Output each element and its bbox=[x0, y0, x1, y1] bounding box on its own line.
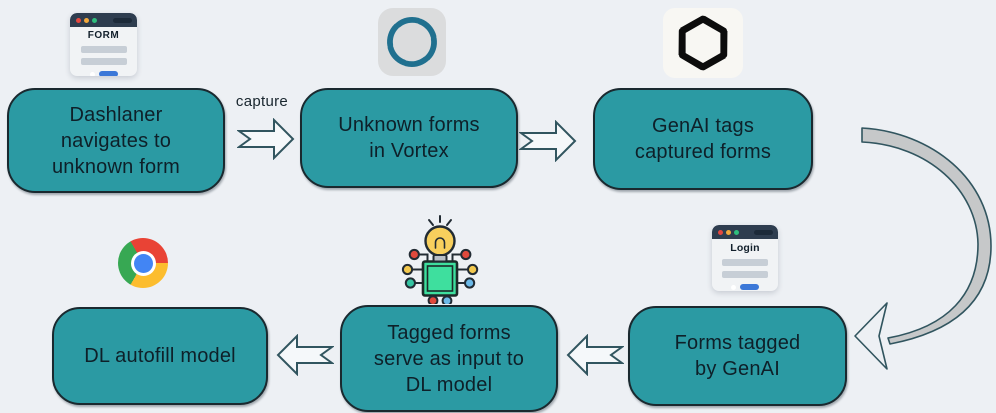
step-box-unknown-forms-vortex: Unknown forms in Vortex bbox=[300, 88, 518, 188]
submit-button-pill bbox=[740, 284, 759, 290]
step-box-forms-tagged: Forms tagged by GenAI bbox=[628, 306, 847, 406]
step-box-tagged-forms-input: Tagged forms serve as input to DL model bbox=[340, 305, 558, 412]
form-field-bar bbox=[80, 46, 127, 53]
window-title: FORM bbox=[87, 30, 120, 41]
red-dot-icon bbox=[718, 229, 723, 235]
chrome-icon bbox=[118, 238, 168, 288]
header-pill bbox=[113, 17, 132, 23]
window-footer bbox=[712, 284, 778, 290]
window-title: Login bbox=[730, 242, 760, 254]
yellow-dot-icon bbox=[726, 229, 731, 235]
login-window-icon: Login bbox=[712, 225, 778, 291]
arrow-right-icon bbox=[237, 118, 295, 160]
header-pill bbox=[754, 229, 773, 235]
submit-button-pill bbox=[98, 71, 118, 76]
window-footer bbox=[70, 71, 137, 76]
capture-label: capture bbox=[235, 93, 289, 110]
ai-chip-icon bbox=[401, 215, 479, 304]
window-header bbox=[70, 13, 137, 27]
step-box-dl-autofill-model: DL autofill model bbox=[52, 307, 268, 405]
arrow-left-icon bbox=[566, 334, 624, 376]
step-label: Forms tagged by GenAI bbox=[674, 332, 801, 380]
step-label: DL autofill model bbox=[84, 345, 236, 367]
green-dot-icon bbox=[734, 229, 739, 235]
step-label: Tagged forms serve as input to DL model bbox=[373, 321, 525, 396]
footer-dot bbox=[731, 284, 736, 290]
form-field-bar bbox=[80, 58, 127, 65]
form-field-bar bbox=[722, 271, 768, 278]
red-dot-icon bbox=[76, 17, 81, 23]
step-box-genai-tags: GenAI tags captured forms bbox=[593, 88, 813, 190]
chrome-blue-center bbox=[133, 253, 153, 273]
step-label: Dashlaner navigates to unknown form bbox=[51, 103, 180, 178]
step-label: GenAI tags captured forms bbox=[634, 115, 772, 163]
step-label: Unknown forms in Vortex bbox=[338, 114, 480, 162]
arrow-left-icon bbox=[276, 334, 334, 376]
curved-loop-arrow-icon bbox=[854, 127, 992, 370]
window-header bbox=[712, 225, 778, 239]
green-dot-icon bbox=[92, 17, 97, 23]
openai-icon bbox=[663, 8, 743, 78]
footer-dot bbox=[89, 71, 95, 76]
form-field-bar bbox=[722, 259, 768, 266]
form-window-icon: FORM bbox=[70, 13, 137, 76]
arrow-right-icon bbox=[519, 120, 577, 162]
yellow-dot-icon bbox=[84, 17, 89, 23]
step-box-dashlaner-navigates: Dashlaner navigates to unknown form bbox=[7, 88, 225, 193]
vortex-icon bbox=[378, 8, 446, 76]
